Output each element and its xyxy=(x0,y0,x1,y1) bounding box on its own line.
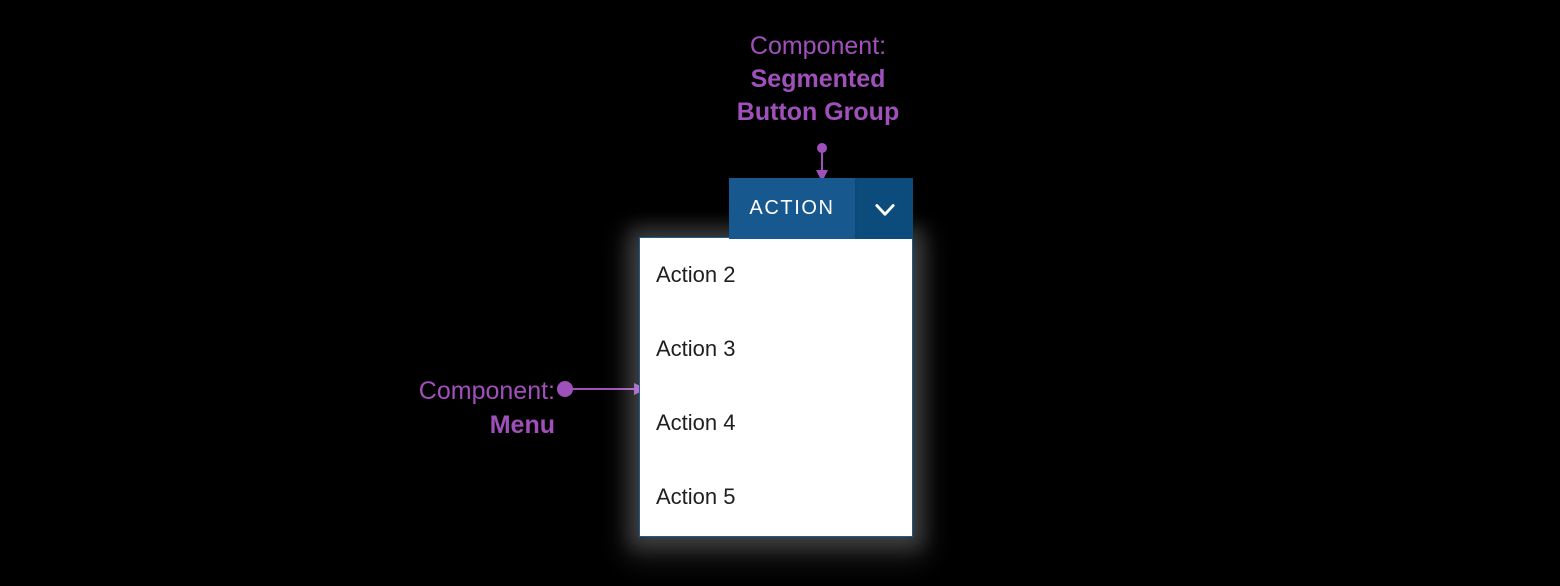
menu-item[interactable]: Action 5 xyxy=(640,460,912,534)
action-menu[interactable]: Action 2 Action 3 Action 4 Action 5 xyxy=(639,237,913,537)
annotation-left-label: Component: xyxy=(418,377,555,405)
action-dropdown-toggle-button[interactable] xyxy=(857,178,913,239)
menu-item-label: Action 2 xyxy=(656,262,736,287)
menu-item[interactable]: Action 4 xyxy=(640,386,912,460)
menu-item-label: Action 5 xyxy=(656,484,736,509)
segmented-button-group[interactable]: ACTION xyxy=(729,178,913,239)
annotation-top-label: Component: xyxy=(749,32,887,60)
menu-item-label: Action 4 xyxy=(656,410,736,435)
annotation-top-value-line-2: Button Group xyxy=(736,98,900,126)
segmented-divider xyxy=(855,178,857,239)
menu-item[interactable]: Action 2 xyxy=(640,238,912,312)
annotation-segmented-button-group: Component: Segmented Button Group xyxy=(618,30,1018,129)
annotation-top-value-line-1: Segmented xyxy=(750,65,886,93)
action-button[interactable]: ACTION xyxy=(729,178,855,239)
menu-list: Action 2 Action 3 Action 4 Action 5 xyxy=(640,238,912,534)
annotation-left-connector-right-arrow-icon xyxy=(557,381,647,397)
annotation-top-connector-down-arrow-icon xyxy=(816,143,828,182)
menu-item-label: Action 3 xyxy=(656,336,736,361)
annotation-left-value: Menu xyxy=(489,410,555,439)
menu-item[interactable]: Action 3 xyxy=(640,312,912,386)
annotation-menu: Component: Menu xyxy=(340,375,555,442)
chevron-down-icon xyxy=(871,195,899,223)
